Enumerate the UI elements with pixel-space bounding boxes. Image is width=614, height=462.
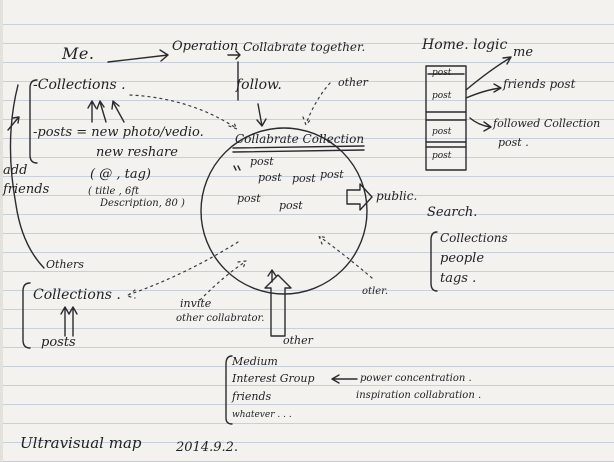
public-hollow-arrow xyxy=(346,183,373,211)
collabrate-together: Collabrate together. xyxy=(243,40,366,54)
me-new-reshare: new reshare xyxy=(96,145,178,160)
invite-dotted xyxy=(199,260,247,301)
hollow-up-arrow xyxy=(264,274,292,337)
operation-label: Operation xyxy=(172,39,239,54)
search-item-tags: tags . xyxy=(440,271,477,286)
friends-post-label: friends post xyxy=(503,77,576,91)
me-at-tag: ( @ , tag) xyxy=(90,167,151,182)
feed-separator-1 xyxy=(425,111,467,121)
others-bracket xyxy=(22,282,31,349)
feed-arrow-me xyxy=(465,56,512,91)
inspiration-collabration: inspiration collabration . xyxy=(356,390,482,401)
circle-post-6: post xyxy=(279,199,303,212)
public-label: public. xyxy=(376,189,418,203)
up-arrow-2 xyxy=(96,100,107,123)
group-friends: friends xyxy=(232,390,272,403)
circle-post-1: post xyxy=(250,155,274,168)
tick-marks xyxy=(233,165,241,171)
other-top-dotted xyxy=(302,82,331,127)
collaborate-circle xyxy=(200,127,368,295)
group-medium: Medium xyxy=(232,355,278,368)
left-small-arrow xyxy=(7,116,20,131)
others-title: Others xyxy=(46,258,84,271)
power-concentration: power concentration . xyxy=(360,373,472,384)
feed-arrow-friends xyxy=(465,83,502,99)
group-whatever: whatever . . . xyxy=(232,410,292,420)
feed-arrow-followed xyxy=(469,117,492,132)
power-arrow xyxy=(331,374,358,384)
title-underline-1 xyxy=(232,145,365,149)
date-label: 2014.9.2. xyxy=(176,440,239,455)
home-me-label: me xyxy=(513,45,534,60)
feed-post-1: post xyxy=(432,68,452,78)
side-add: add xyxy=(3,163,28,178)
feed-post-4: post xyxy=(432,151,452,161)
other-top-label: other xyxy=(338,76,368,89)
search-title: Search. xyxy=(427,205,478,220)
circle-post-3: post xyxy=(292,172,316,185)
circle-post-2: post xyxy=(258,171,282,184)
up-arrow-3 xyxy=(111,100,125,123)
feed-separator-2 xyxy=(425,141,467,148)
ultravisual-map-label: Ultravisual map xyxy=(20,434,142,452)
feed-post-3: post xyxy=(432,127,452,137)
circle-post-4: post xyxy=(320,168,344,181)
collections-to-circle-dotted xyxy=(129,94,239,131)
operation-arrow xyxy=(227,50,241,60)
me-title: Me. xyxy=(62,44,95,63)
follow-label: follow. xyxy=(236,77,282,93)
feed-box xyxy=(425,65,467,171)
other-bottom-label: other xyxy=(283,334,313,347)
me-collections: -Collections . xyxy=(33,77,126,93)
group-interest: Interest Group xyxy=(232,372,315,385)
up-arrow-1 xyxy=(87,100,97,123)
search-item-collections: Collections xyxy=(440,231,508,245)
followed-collection-label: followed Collection xyxy=(493,117,601,130)
left-edge-curve xyxy=(9,84,45,269)
other-right-dotted xyxy=(318,235,373,279)
collabrate-collection-title: Collabrate Collection xyxy=(235,132,365,146)
circle-post-5: post xyxy=(237,192,261,205)
page-edge xyxy=(0,0,3,462)
invite-other-collabrator: other collabrator. xyxy=(176,313,265,324)
me-bracket xyxy=(29,79,38,164)
home-logic-title: Home. logic xyxy=(422,37,508,53)
others-posts: posts xyxy=(41,335,76,350)
groups-bracket xyxy=(225,355,233,425)
followed-post-label: post . xyxy=(498,136,529,149)
me-description-limit: Description, 80 ) xyxy=(100,198,185,209)
search-bracket xyxy=(430,231,438,292)
search-item-people: people xyxy=(440,251,485,266)
invite-label: invite xyxy=(180,297,212,310)
feed-post-2: post xyxy=(432,91,452,101)
me-to-operation-arrow xyxy=(107,49,169,63)
me-posts-line: -posts = new photo/vedio. xyxy=(33,125,204,140)
others-up-arrow-1 xyxy=(60,306,70,337)
others-collections: Collections . xyxy=(33,287,121,303)
side-friends: friends xyxy=(3,182,50,197)
title-underline-2 xyxy=(232,149,365,153)
circle-to-others-dotted xyxy=(125,241,239,299)
follow-arrow xyxy=(256,103,267,127)
others-up-arrow-2 xyxy=(68,306,78,337)
me-title-limit: ( title , 6ft xyxy=(88,186,140,197)
other-right-label: otler. xyxy=(362,286,389,297)
